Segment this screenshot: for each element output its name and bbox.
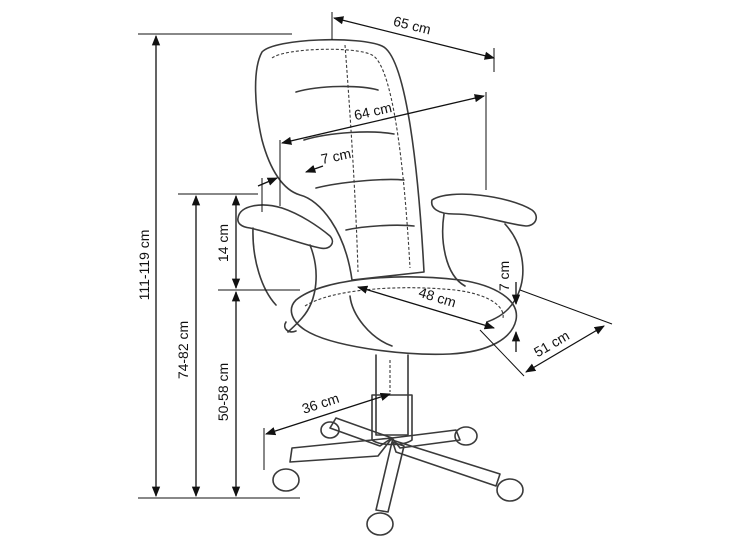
label-seat-height: 50-58 cm — [215, 363, 231, 421]
label-base-radius: 36 cm — [300, 390, 341, 417]
armrest-right — [430, 193, 538, 227]
label-seat-depth: 51 cm — [531, 327, 572, 360]
label-backrest-width: 64 cm — [353, 99, 394, 123]
label-total-height: 111-119 cm — [136, 230, 152, 301]
label-seat-cushion: 7 cm — [496, 261, 512, 291]
armrest-left — [237, 204, 334, 250]
label-armrest-above-seat: 14 cm — [215, 224, 231, 262]
label-arm-width: 7 cm — [319, 145, 352, 167]
dimension-lines — [138, 12, 613, 499]
chair-illustration — [237, 38, 538, 536]
label-armrest-height: 74-82 cm — [175, 321, 191, 379]
seat — [290, 276, 518, 356]
